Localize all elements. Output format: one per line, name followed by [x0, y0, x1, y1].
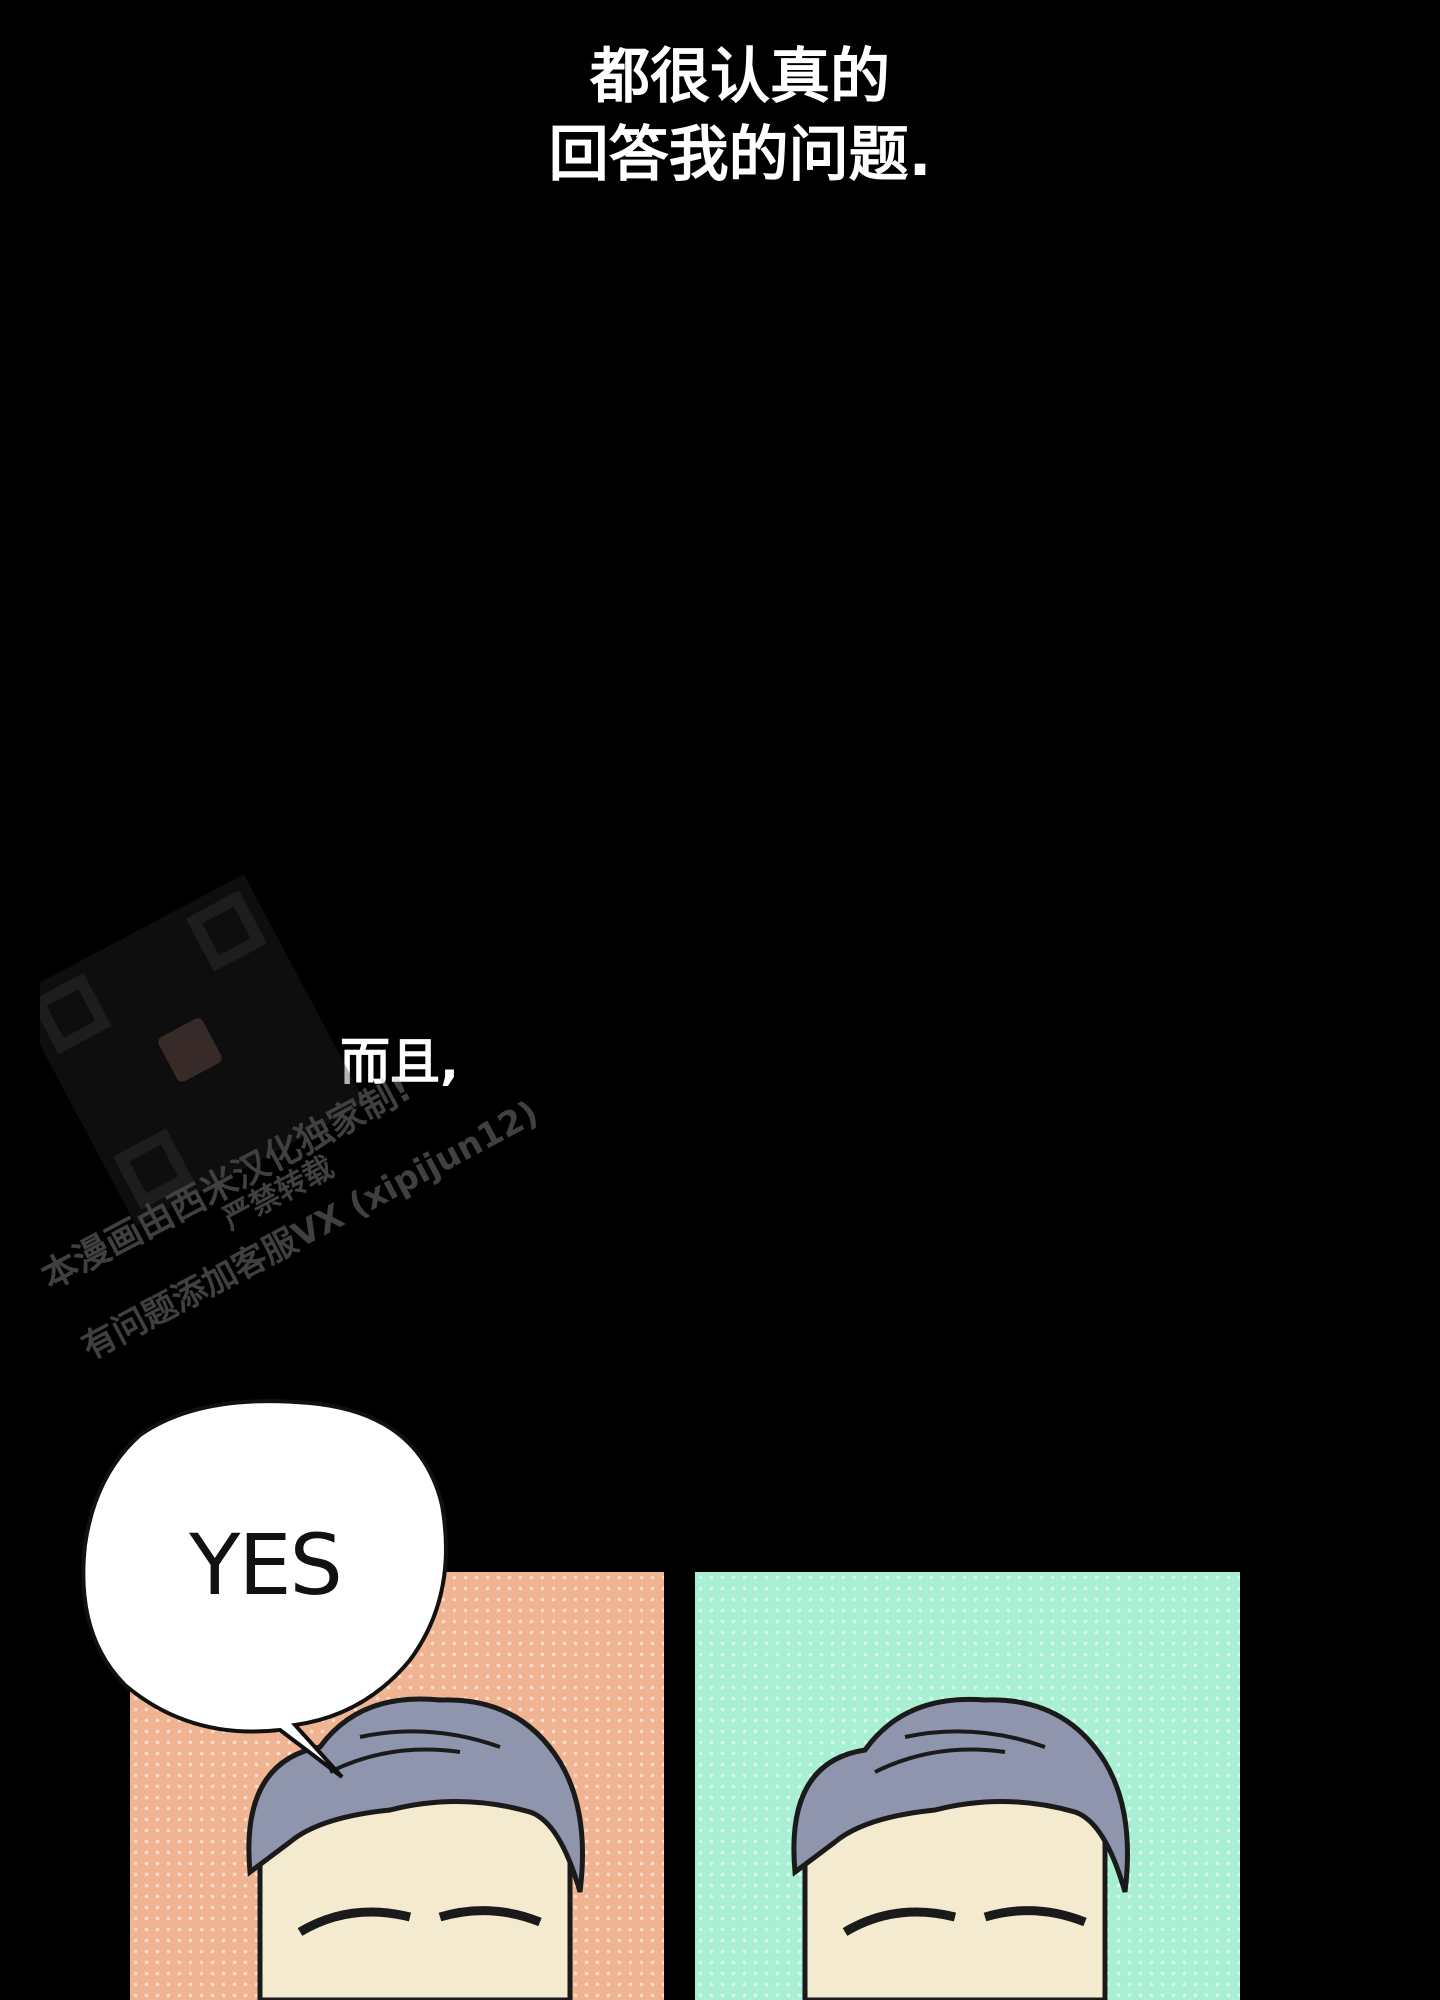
caption-middle: 而且,	[340, 1033, 459, 1091]
comic-panel-right	[695, 1572, 1240, 2000]
caption-top: 都很认真的 回答我的问题.	[548, 42, 932, 190]
watermark-line1: 本漫画由西米汉化独家制!	[40, 1068, 418, 1298]
character-head-left	[246, 1696, 585, 2000]
speech-bubble	[81, 1399, 448, 1779]
speech-bubble-text: YES	[189, 1516, 343, 1614]
watermark-line2: 严禁转载	[217, 1150, 339, 1237]
watermark-qr-icon	[40, 874, 366, 1226]
watermark: 本漫画由西米汉化独家制! 严禁转载 有问题添加客服VX (xipijun12)	[40, 874, 545, 1368]
character-head-right	[791, 1696, 1130, 2000]
watermark-line3: 有问题添加客服VX (xipijun12)	[75, 1093, 544, 1368]
